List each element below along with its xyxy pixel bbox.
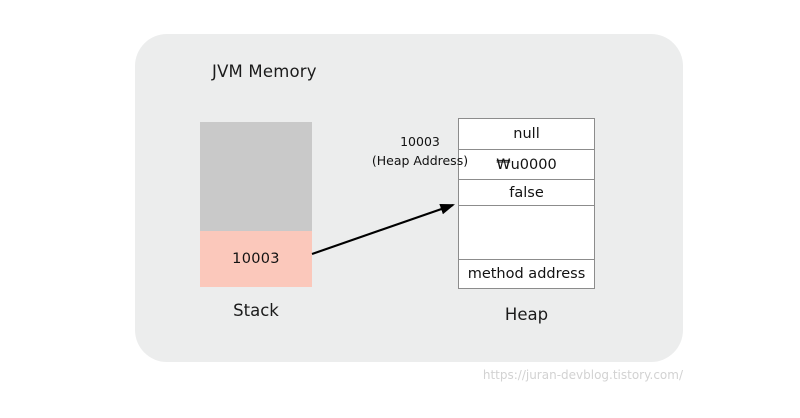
heap-block: null ₩u0000 false method address [458,118,595,289]
heap-caption: Heap [504,305,549,324]
stack-free-region [200,122,312,231]
heap-row: method address [467,265,586,282]
stack-frame-reference-cell: 10003 [200,231,312,287]
stack-block: 10003 [200,122,312,287]
pointer-label: 10003 (Heap Address) [352,132,488,170]
panel-title: JVM Memory [212,62,317,81]
source-url-watermark: https://juran-devblog.tistory.com/ [482,368,683,382]
stack-caption: Stack [233,301,279,320]
stack-frame-value: 10003 [232,251,280,267]
pointer-label-description: (Heap Address) [371,153,469,168]
heap-row: null [459,119,594,150]
heap-row: ₩u0000 [459,150,594,180]
heap-row [459,206,594,260]
heap-row: false [459,180,594,206]
pointer-label-address: 10003 [400,134,440,149]
